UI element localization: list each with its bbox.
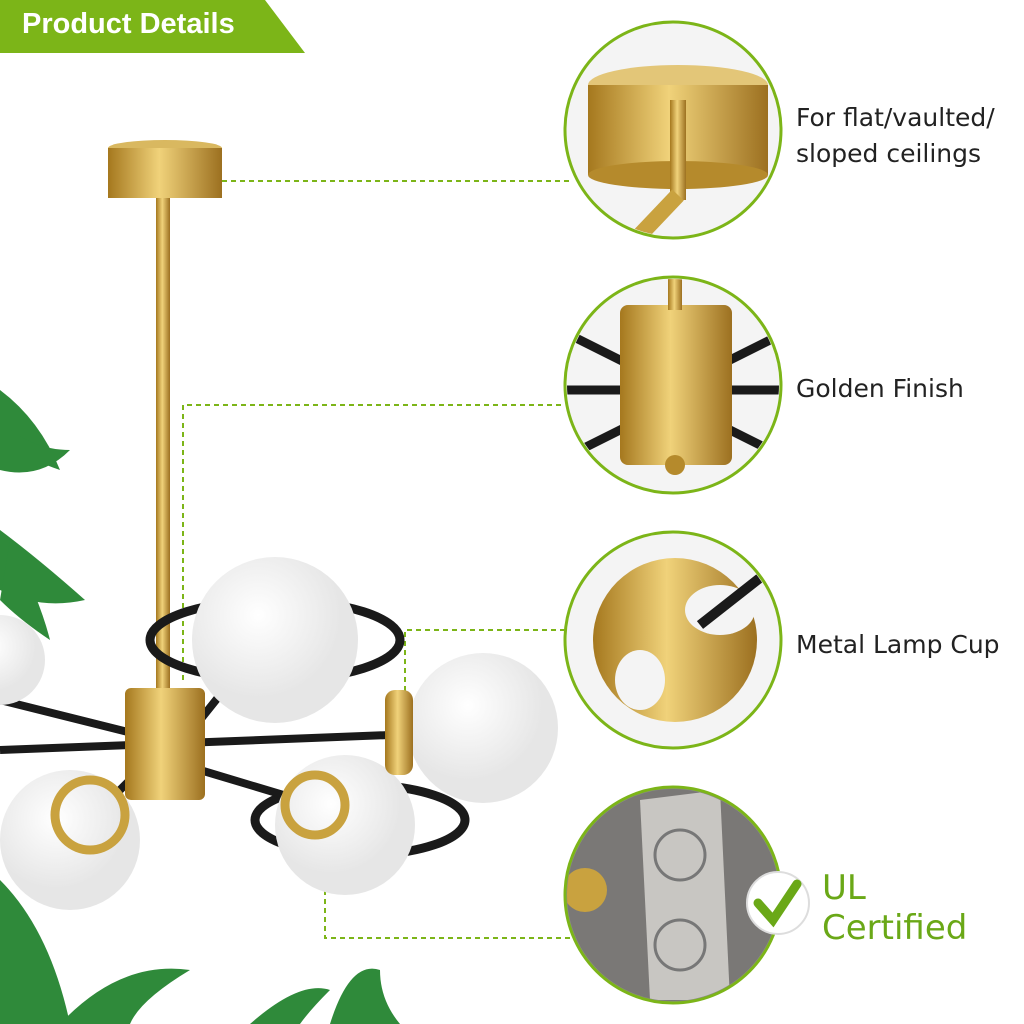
feature-label-ceilings: For flat/vaulted/ sloped ceilings — [796, 103, 995, 168]
ul-certified-label: UL Certified — [822, 868, 967, 948]
leaves-decoration — [0, 390, 400, 1024]
feature-label-golden-finish: Golden Finish — [796, 374, 964, 403]
product-details-banner: Product Details — [0, 0, 305, 53]
detail-canopy — [563, 20, 783, 240]
detail-golden-finish — [563, 275, 783, 495]
certified-text: Certified — [822, 908, 968, 948]
chandelier — [0, 140, 558, 910]
banner-title: Product Details — [22, 8, 235, 40]
detail-lamp-cup — [563, 530, 783, 750]
feature-label-lamp-cup: Metal Lamp Cup — [796, 630, 1000, 659]
detail-ul-mark — [563, 785, 810, 1005]
ul-text: UL — [822, 868, 866, 908]
